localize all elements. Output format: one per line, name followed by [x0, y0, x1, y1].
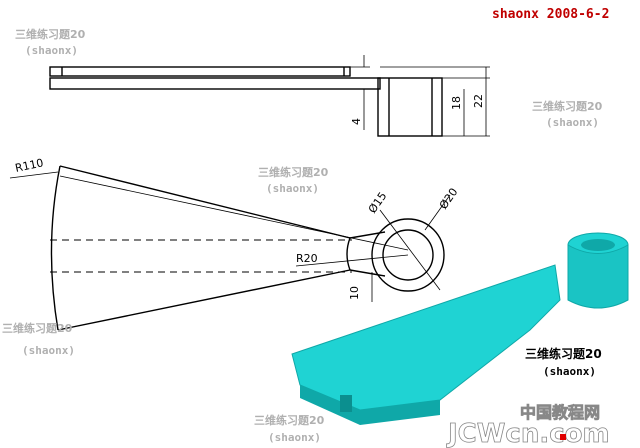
plate-upper-outline — [49, 66, 351, 77]
plate-lower-outline — [49, 77, 381, 90]
logo-dot — [560, 434, 566, 440]
signature-text: shaonx 2008-6-2 — [492, 7, 609, 22]
caption-author: (shaonx) — [543, 365, 596, 378]
model-tab — [340, 395, 352, 412]
watermark-title-4: 三维练习题20 — [2, 321, 73, 335]
watermark-title-3: 三维练习题20 — [258, 165, 329, 179]
dim-dia15-label: Ø15 — [366, 190, 390, 216]
dim-18-label: 18 — [450, 96, 463, 110]
model-boss-hole — [581, 239, 615, 251]
logo-text: JCWcn.com — [446, 419, 610, 448]
edge-upper — [59, 165, 351, 239]
model-boss-body — [567, 244, 629, 309]
watermark-title-5: 三维练习题20 — [254, 413, 325, 427]
dia20-leader — [424, 194, 451, 231]
dia15-leader — [379, 209, 441, 291]
watermark-title-2: 三维练习题20 — [532, 99, 603, 113]
watermark-author-2: (shaonx) — [546, 116, 599, 129]
dim-4-label: 4 — [350, 118, 363, 125]
r110-leader — [9, 171, 59, 179]
watermark-author-1: (shaonx) — [25, 44, 78, 57]
r20-leader — [295, 254, 409, 267]
watermark-author-4: (shaonx) — [22, 344, 75, 357]
caption-title: 三维练习题20 — [525, 346, 602, 361]
model-plate-top — [291, 264, 561, 411]
watermark-title-1: 三维练习题20 — [15, 27, 86, 41]
boss-inner-circle — [382, 229, 434, 281]
dim-dia20-label: Ø20 — [437, 186, 461, 212]
arc-r110 — [50, 165, 61, 331]
dim-22-label: 22 — [472, 94, 485, 108]
neck-arc — [346, 237, 351, 271]
edge-lower — [57, 269, 351, 331]
model-plate-side — [300, 385, 440, 425]
dim-10-label: 10 — [348, 286, 361, 300]
logo-chinese: 中国教程网 — [520, 403, 600, 422]
dim-r110-label: R110 — [14, 156, 45, 175]
boss-outer-circle — [371, 218, 445, 292]
construction-line — [59, 175, 409, 251]
front-elevation-view: 4 18 22 — [49, 55, 490, 137]
model-3d — [291, 232, 629, 425]
dim-r20-label: R20 — [296, 252, 318, 265]
plan-view: R110 R20 Ø15 Ø20 10 — [9, 156, 461, 331]
watermarks: 三维练习题20 (shaonx) 三维练习题20 (shaonx) 三维练习题2… — [2, 27, 603, 444]
boss-outline — [377, 77, 443, 137]
watermark-author-3: (shaonx) — [266, 182, 319, 195]
watermark-author-5: (shaonx) — [268, 431, 321, 444]
